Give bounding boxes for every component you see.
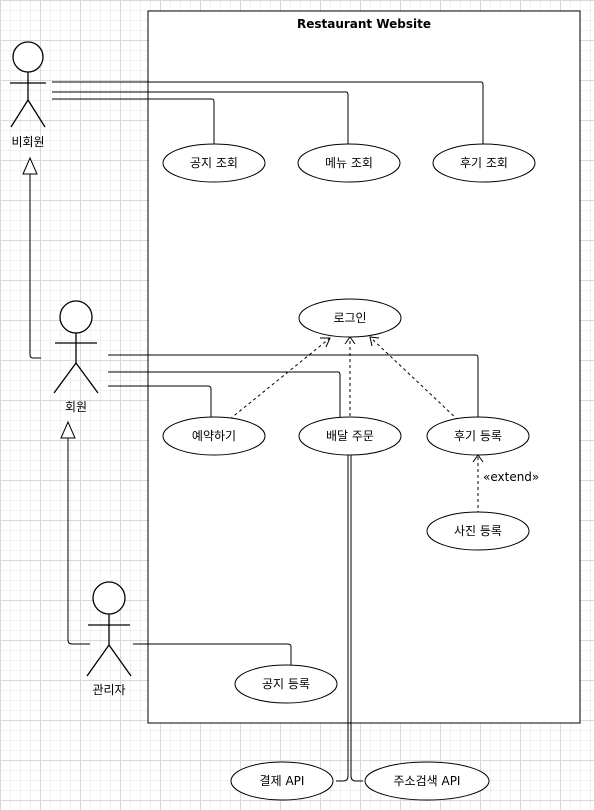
assoc-delivery-payment-api <box>336 451 349 782</box>
actor-nonmember-label: 비회원 <box>11 135 44 149</box>
actor-admin[interactable]: 관리자 <box>86 581 132 697</box>
usecase-delivery[interactable]: 배달 주문 <box>298 416 402 456</box>
usecase-notice-register[interactable]: 공지 등록 <box>234 664 338 704</box>
external-address-api-label: 주소검색 API <box>394 774 461 788</box>
usecase-review-view[interactable]: 후기 조회 <box>432 143 536 183</box>
assoc-nonmember-notice-view <box>52 98 215 150</box>
generalization-member-nonmember <box>29 174 41 359</box>
external-payment-api[interactable]: 결제 API <box>230 761 334 801</box>
system-title: Restaurant Website <box>297 17 431 31</box>
actor-admin-head <box>92 581 126 615</box>
generalization-admin-member <box>67 438 90 645</box>
actor-admin-label: 관리자 <box>92 683 125 697</box>
assoc-nonmember-menu-view <box>52 91 349 150</box>
generalization-arrowhead-member <box>60 420 76 439</box>
usecase-photo-register-label: 사진 등록 <box>454 524 502 538</box>
assoc-member-reservation <box>108 385 212 422</box>
usecase-login[interactable]: 로그인 <box>298 298 402 338</box>
usecase-notice-view-label: 공지 조회 <box>190 156 238 170</box>
actor-member[interactable]: 회원 <box>53 300 99 414</box>
dependency-arrowhead-review <box>369 336 380 347</box>
usecase-menu-view-label: 메뉴 조회 <box>325 156 373 170</box>
assoc-delivery-address-api <box>350 451 363 782</box>
usecase-reservation[interactable]: 예약하기 <box>162 416 266 456</box>
usecase-menu-view[interactable]: 메뉴 조회 <box>297 143 401 183</box>
usecase-notice-register-label: 공지 등록 <box>262 677 310 691</box>
assoc-member-delivery <box>108 371 341 422</box>
dependency-arrowhead-reservation <box>320 337 331 348</box>
usecase-review-register-label: 후기 등록 <box>454 429 502 443</box>
usecase-notice-view[interactable]: 공지 조회 <box>162 143 266 183</box>
assoc-member-review-register <box>108 354 479 422</box>
usecase-delivery-label: 배달 주문 <box>326 429 374 443</box>
usecase-review-view-label: 후기 조회 <box>460 156 508 170</box>
system-boundary <box>147 10 581 724</box>
actor-nonmember-head <box>12 41 44 73</box>
extend-label: «extend» <box>483 470 539 484</box>
external-address-api[interactable]: 주소검색 API <box>364 761 490 801</box>
generalization-arrowhead-nonmember <box>22 156 38 175</box>
usecase-review-register[interactable]: 후기 등록 <box>426 416 530 456</box>
actor-member-label: 회원 <box>65 400 87 414</box>
usecase-login-label: 로그인 <box>333 311 366 325</box>
actor-nonmember[interactable]: 비회원 <box>10 41 46 149</box>
dependency-review-login <box>369 336 459 421</box>
external-payment-api-label: 결제 API <box>260 774 305 788</box>
actor-member-head <box>59 300 93 334</box>
usecase-photo-register[interactable]: 사진 등록 <box>426 511 530 551</box>
usecase-reservation-label: 예약하기 <box>192 428 236 443</box>
assoc-nonmember-review-view <box>52 81 484 150</box>
assoc-admin-notice-register <box>133 643 292 670</box>
